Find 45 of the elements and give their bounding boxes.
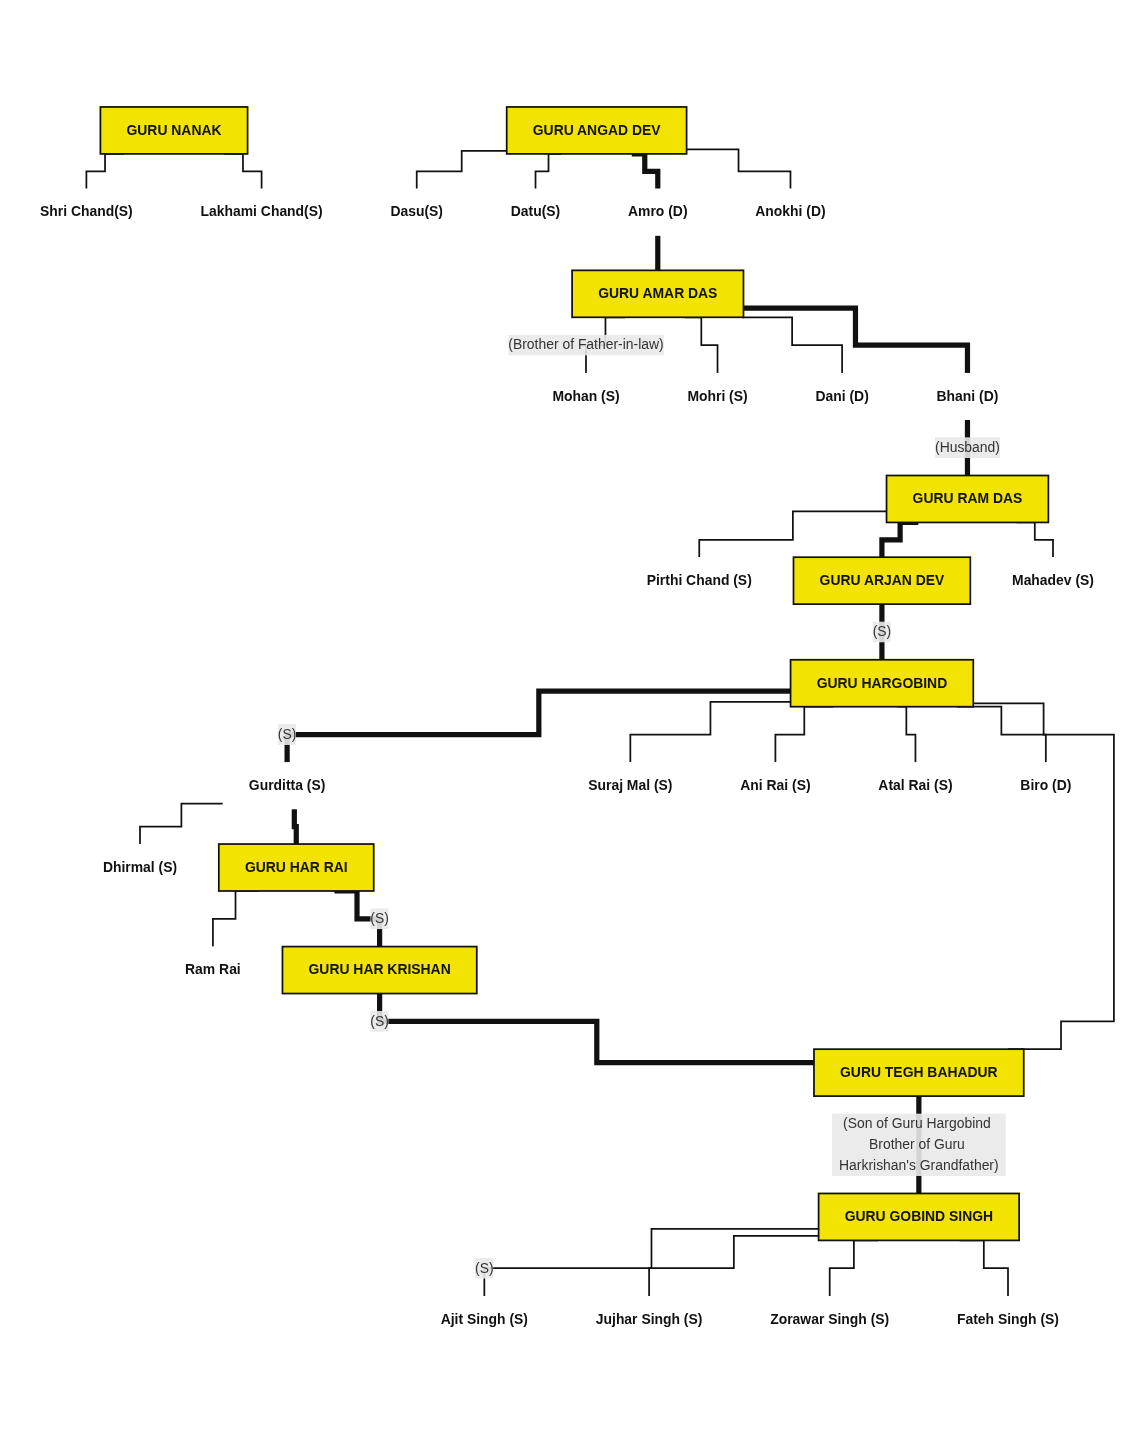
node-text: Amro (D)	[628, 203, 688, 219]
node-box: GURU HAR KRISHAN	[281, 945, 478, 994]
node-box: GURU TEGH BAHADUR	[813, 1047, 1025, 1097]
node-text: Ram Rai	[185, 961, 241, 977]
node-text: Mohan (S)	[552, 388, 620, 403]
connector	[972, 702, 1115, 1050]
edge-label: (Son of Guru Hargobind Brother of Guru Harkrishan's Grandfather)	[839, 1115, 999, 1173]
node-text: Atal Rai (S)	[878, 777, 953, 793]
connector	[415, 149, 508, 190]
node-text: Datu(S)	[510, 203, 561, 219]
connector	[741, 315, 843, 374]
node-box: GURU ANGAD DEV	[505, 105, 688, 155]
node-box: GURU HARGOBIND	[789, 658, 975, 708]
node-text: Lakhami Chand(S)	[200, 203, 323, 219]
node-text: Dasu(S)	[390, 203, 443, 219]
node-text: Jujhar Singh (S)	[595, 1311, 703, 1326]
node-text: Mahadev (S)	[1012, 572, 1094, 588]
node-text: Suraj Mal (S)	[588, 777, 673, 793]
node-box: GURU GOBIND SINGH	[817, 1192, 1020, 1241]
connector	[139, 802, 224, 845]
node-text: Anokhi (D)	[755, 203, 826, 219]
node-box: GURU AMAR DAS	[571, 269, 745, 318]
edge-label: (Brother of Father-in-law)	[508, 336, 664, 352]
node-text: Fateh Singh (S)	[957, 1311, 1059, 1326]
edge-label: (S)	[872, 623, 892, 639]
node-text: Biro (D)	[1020, 777, 1072, 793]
edge-label: (S)	[370, 910, 389, 926]
node-text: Pirthi Chand (S)	[646, 572, 752, 588]
node-box: GURU NANAK	[99, 105, 249, 155]
node-text: Dhirmal (S)	[102, 859, 178, 874]
node-text: Bhani (D)	[936, 388, 999, 403]
edge-label: (S)	[370, 1013, 389, 1028]
node-text: Gurditta (S)	[248, 777, 326, 793]
node-text: Dani (D)	[815, 388, 869, 403]
node-text: Ani Rai (S)	[740, 777, 811, 793]
edge-label: (S)	[475, 1259, 494, 1275]
edge-label: (Husband)	[934, 439, 1000, 455]
node-box: GURU RAM DAS	[885, 474, 1050, 523]
node-text: Mohri (S)	[687, 388, 748, 403]
node-text: Ajit Singh (S)	[440, 1311, 528, 1326]
edge-label: (S)	[277, 726, 297, 742]
node-box: GURU ARJAN DEV	[792, 555, 972, 605]
node-box: GURU HAR RAI	[217, 842, 375, 892]
node-text: Shri Chand(S)	[40, 203, 133, 219]
node-text: Zorawar Singh (S)	[770, 1311, 890, 1326]
